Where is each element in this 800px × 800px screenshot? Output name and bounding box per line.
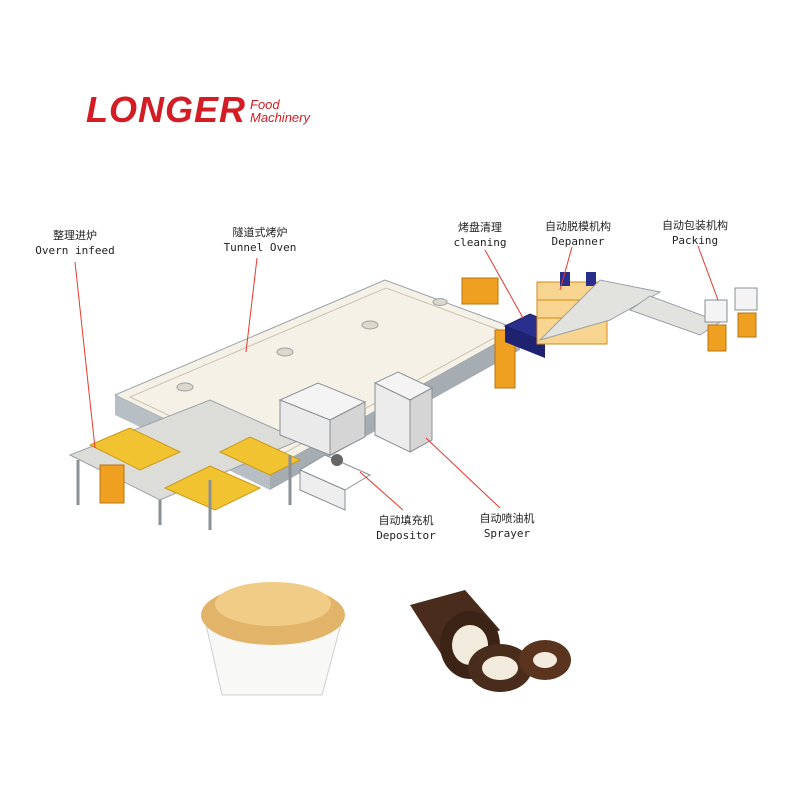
- sprayer-zh: 自动喷油机: [479, 512, 535, 525]
- swiss-roll-image: [410, 590, 571, 692]
- outfeed-conveyor: [538, 279, 722, 342]
- oven-control-box: [461, 277, 516, 389]
- overn-infeed-zh: 整理进炉: [53, 229, 97, 242]
- packing-en: Packing: [671, 234, 719, 247]
- cleaning-zh: 烤盘清理: [458, 221, 502, 234]
- callout-lines: [74, 245, 719, 511]
- brand-name: LONGER: [86, 89, 247, 130]
- brand-logo: LONGER Food Machinery: [86, 90, 310, 130]
- depanner-en: Depanner: [551, 235, 605, 248]
- tunnel-oven-en: Tunnel Oven: [223, 241, 297, 254]
- overn-infeed-en: Overn infeed: [35, 244, 115, 257]
- callout-depositor: 自动填充机 Depositor: [356, 513, 456, 543]
- sprayer-en: Sprayer: [483, 527, 531, 540]
- packing-machine: [704, 287, 758, 352]
- callout-sprayer: 自动喷油机 Sprayer: [462, 511, 552, 541]
- brand-sub-line1: Food: [250, 97, 280, 112]
- callout-tunnel-oven: 隧道式烤炉 Tunnel Oven: [200, 225, 320, 255]
- depanner-zh: 自动脱模机构: [545, 220, 611, 233]
- packing-zh: 自动包装机构: [662, 219, 728, 232]
- sprayer-machine: [373, 371, 434, 453]
- brand-sub-line2: Machinery: [250, 110, 310, 125]
- callout-cleaning: 烤盘清理 cleaning: [435, 220, 525, 250]
- callout-depanner: 自动脱模机构 Depanner: [528, 219, 628, 249]
- callout-packing: 自动包装机构 Packing: [645, 218, 745, 248]
- depositor-machine: [278, 382, 372, 511]
- cupcake-image: [201, 582, 345, 696]
- tunnel-oven-zh: 隧道式烤炉: [232, 226, 288, 239]
- brand-subtitle: Food Machinery: [250, 98, 310, 124]
- depositor-zh: 自动填充机: [378, 514, 434, 527]
- cleaning-en: cleaning: [453, 236, 507, 249]
- callout-overn-infeed: 整理进炉 Overn infeed: [10, 228, 140, 258]
- depositor-en: Depositor: [376, 529, 436, 542]
- infeed-conveyor: [68, 399, 302, 530]
